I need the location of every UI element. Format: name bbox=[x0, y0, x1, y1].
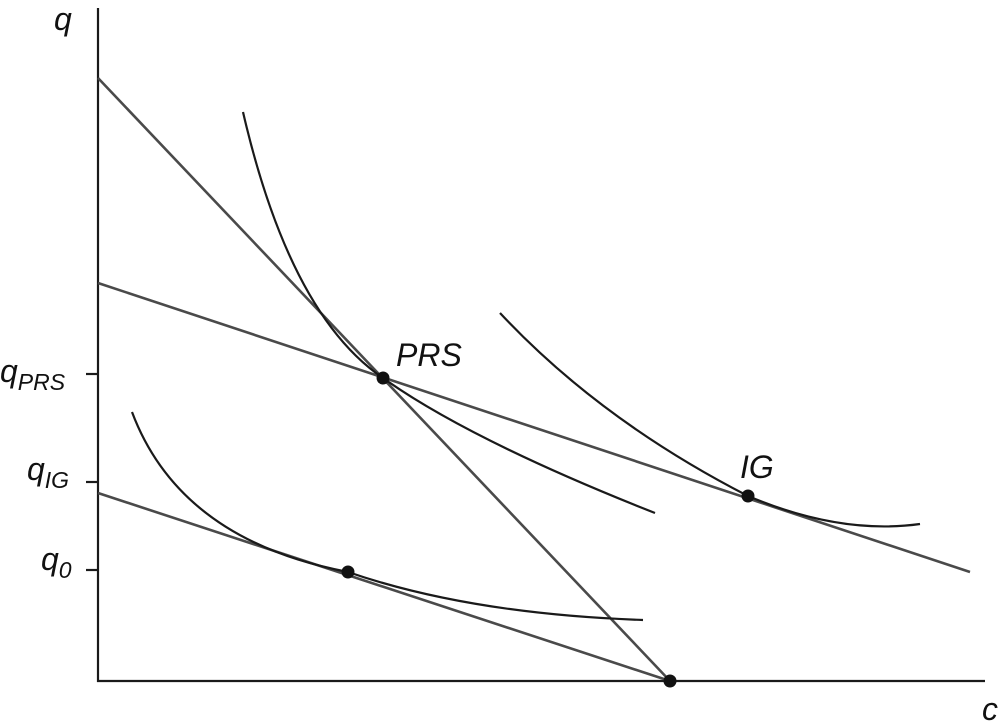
point-q0 bbox=[341, 565, 355, 579]
point-ig bbox=[741, 489, 755, 503]
point-label-ig: IG bbox=[740, 449, 774, 485]
flat-budget-line-upper bbox=[97, 281, 971, 574]
tick-label-q-ig: qIG bbox=[27, 451, 69, 493]
point-label-prs: PRS bbox=[396, 337, 462, 373]
point-prs bbox=[376, 371, 390, 385]
tick-label-q0: q0 bbox=[41, 541, 72, 583]
indifference-curve-prs bbox=[241, 111, 656, 515]
x-axis-label: c bbox=[982, 691, 998, 727]
flat-budget-line-lower bbox=[97, 491, 671, 683]
tick-label-q-prs: qPRS bbox=[0, 353, 66, 395]
y-axis-label: q bbox=[54, 1, 72, 37]
indifference-curve-ig bbox=[499, 312, 921, 528]
point-intercept bbox=[663, 674, 677, 688]
